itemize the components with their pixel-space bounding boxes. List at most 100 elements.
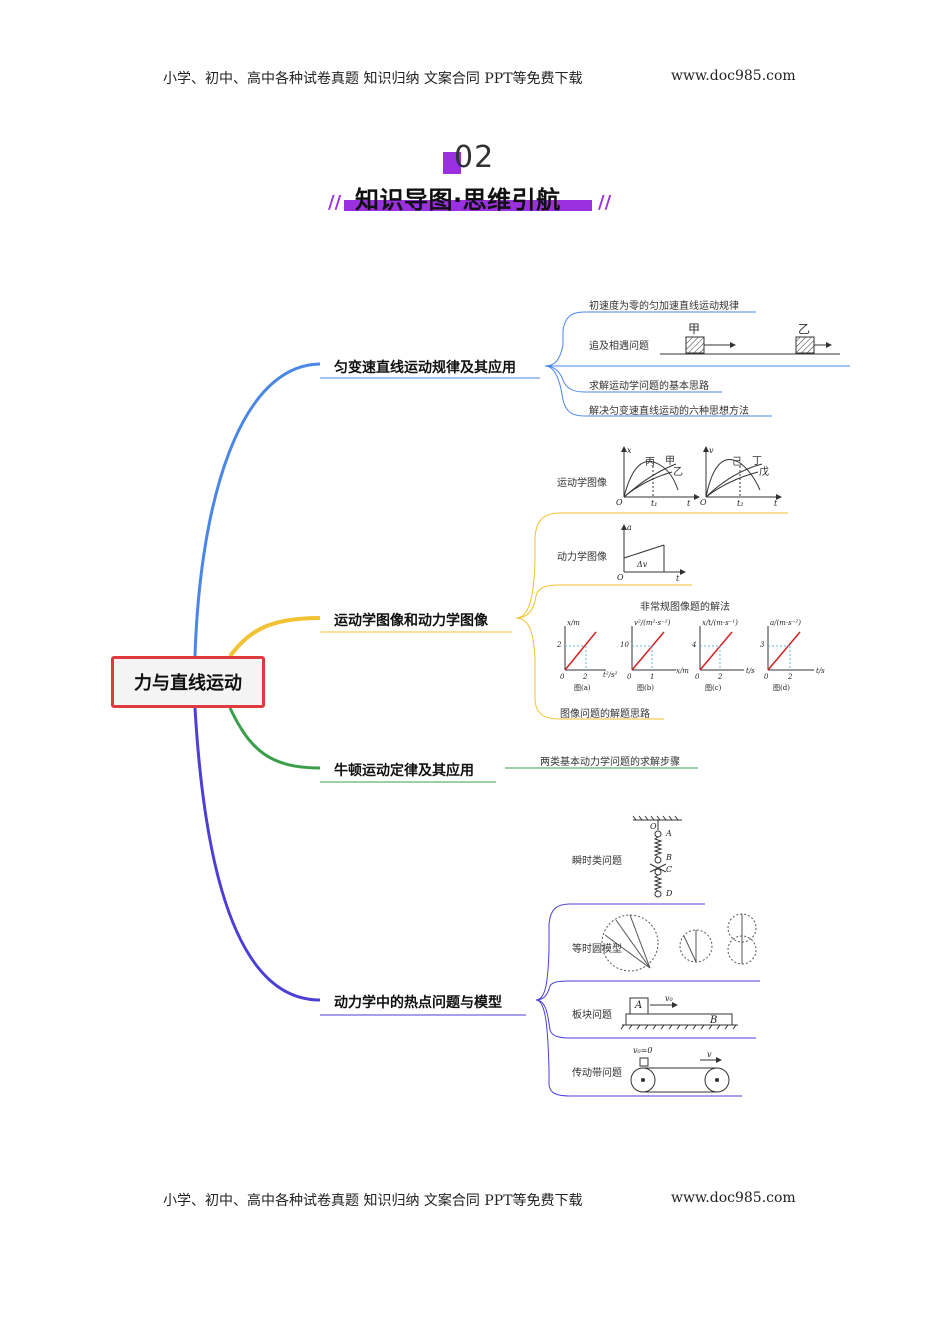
kin-origin-1: O xyxy=(616,498,623,507)
kinematics-graph-xt xyxy=(621,446,700,500)
plot-c-xtick: 2 xyxy=(718,673,723,681)
belt-v: v xyxy=(707,1050,712,1059)
plot-b-xtick: 1 xyxy=(650,673,655,681)
leaf-1-2: 追及相遇问题 xyxy=(589,341,649,352)
plot-a xyxy=(564,626,606,671)
kin-t-label-1: t xyxy=(687,499,691,508)
spring-A: A xyxy=(666,829,672,838)
footer-url[interactable]: www.doc985.com xyxy=(671,1190,796,1206)
section-number: 02 xyxy=(454,140,495,175)
plot-c-zero: 0 xyxy=(695,673,700,681)
plot-a-zero: 0 xyxy=(560,673,565,681)
plot-b-ytick: 10 xyxy=(620,641,629,649)
leaf-2-2: 动力学图像 xyxy=(557,552,607,563)
kin-t-label-2: t xyxy=(774,499,778,508)
mindmap-root: 力与直线运动 xyxy=(111,656,265,708)
plot-a-caption: 图(a) xyxy=(574,684,591,692)
plot-c-ylabel: x/t/(m·s⁻¹) xyxy=(702,619,738,627)
kin-t2: t₂ xyxy=(737,499,744,508)
plot-d-zero: 0 xyxy=(764,673,769,681)
dyn-t-label: t xyxy=(676,574,680,583)
branch-label-4: 动力学中的热点问题与模型 xyxy=(334,995,502,1011)
plot-a-xtick: 2 xyxy=(583,673,588,681)
spring-B: B xyxy=(666,853,672,862)
branch-line-1 xyxy=(193,362,321,657)
plot-a-xlabel: t²/s² xyxy=(603,671,618,679)
leaf-1-3: 求解运动学问题的基本思路 xyxy=(589,381,709,392)
branch-label-3: 牛顿运动定律及其应用 xyxy=(334,763,474,779)
plot-d-ytick: 3 xyxy=(760,641,765,649)
kin-bing: 丙 xyxy=(645,457,655,468)
leaf-4-1: 瞬时类问题 xyxy=(572,856,622,867)
board-v0: v₀ xyxy=(665,994,673,1003)
leaf-4-2: 等时圆模型 xyxy=(572,944,622,955)
plot-c xyxy=(699,626,744,671)
board-block-figure xyxy=(620,997,738,1030)
spring-O: O xyxy=(650,822,657,831)
branch-label-2: 运动学图像和动力学图像 xyxy=(334,613,488,629)
leaf-4-3: 板块问题 xyxy=(572,1010,612,1021)
isochronous-circles xyxy=(601,913,757,972)
plot-b-xlabel: x/m xyxy=(676,667,689,675)
board-B: B xyxy=(710,1015,718,1026)
title-slash-left: // xyxy=(328,192,342,213)
kin-jia: 甲 xyxy=(665,456,675,467)
label-jia: 甲 xyxy=(688,322,701,336)
leaf-2-3: 非常规图像题的解法 xyxy=(640,602,730,613)
kin-ding: 丁 xyxy=(752,456,762,467)
kin-yi: 乙 xyxy=(673,467,683,478)
section-title: 知识导图·思维引航 xyxy=(355,186,561,214)
dyn-dv: Δv xyxy=(637,560,648,569)
header-text: 小学、初中、高中各种试卷真题 知识归纳 文案合同 PPT等免费下载 xyxy=(163,71,583,87)
dyn-a-label: a xyxy=(627,523,632,532)
plot-a-ylabel: x/m xyxy=(567,619,580,627)
plot-b xyxy=(631,626,676,671)
plot-c-ytick: 4 xyxy=(692,641,697,649)
kin-x-label: x xyxy=(627,446,632,455)
section-title-underline xyxy=(344,200,592,211)
leaf-2-4: 图像问题的解题思路 xyxy=(560,709,650,720)
kin-t1: t₁ xyxy=(651,499,658,508)
plot-c-xlabel: t/s xyxy=(746,667,755,675)
branch-line-2 xyxy=(228,616,321,658)
leaf-1-1: 初速度为零的匀加速直线运动规律 xyxy=(589,301,739,312)
kin-ji: 己 xyxy=(732,457,742,468)
kin-origin-2: O xyxy=(700,498,707,507)
board-A: A xyxy=(635,1000,643,1011)
plot-d-xlabel: t/s xyxy=(816,667,825,675)
plot-a-ytick: 2 xyxy=(557,641,562,649)
label-yi: 乙 xyxy=(798,322,811,336)
leaf-2-1: 运动学图像 xyxy=(557,478,607,489)
title-slash-right: // xyxy=(598,192,612,213)
spring-figure xyxy=(632,815,682,898)
dynamics-graph-at xyxy=(621,524,686,575)
branch-line-3 xyxy=(228,707,321,770)
block-yi xyxy=(795,336,815,354)
plot-c-caption: 图(c) xyxy=(705,684,722,692)
footer-text: 小学、初中、高中各种试卷真题 知识归纳 文案合同 PPT等免费下载 xyxy=(163,1193,583,1209)
belt-v0: v₀=0 xyxy=(633,1046,653,1055)
block-jia xyxy=(685,336,705,354)
kin-wu: 戊 xyxy=(759,467,769,478)
kinematics-graph-vt xyxy=(703,446,782,500)
plot-d xyxy=(767,626,814,671)
branch-line-4 xyxy=(193,707,321,1002)
conveyor-belt-figure xyxy=(630,1057,730,1093)
kin-v-label: v xyxy=(709,446,714,455)
dyn-origin: O xyxy=(617,573,624,582)
plot-d-caption: 图(d) xyxy=(773,684,790,692)
leaf-4-4: 传动带问题 xyxy=(572,1068,622,1079)
plot-b-caption: 图(b) xyxy=(637,684,654,692)
page-header: 小学、初中、高中各种试卷真题 知识归纳 文案合同 PPT等免费下载 www.do… xyxy=(0,68,950,92)
plot-d-ylabel: a/(m·s⁻²) xyxy=(770,619,801,627)
plot-b-ylabel: v²/(m²·s⁻²) xyxy=(634,619,671,627)
spring-C: C xyxy=(666,865,673,874)
leaf-1-4: 解决匀变速直线运动的六种思想方法 xyxy=(589,406,749,417)
section-number-accent xyxy=(443,152,461,174)
header-url[interactable]: www.doc985.com xyxy=(671,68,796,84)
branch-label-1: 匀变速直线运动规律及其应用 xyxy=(334,360,516,376)
plot-d-xtick: 2 xyxy=(788,673,793,681)
spring-D: D xyxy=(666,889,673,898)
plot-b-zero: 0 xyxy=(627,673,632,681)
